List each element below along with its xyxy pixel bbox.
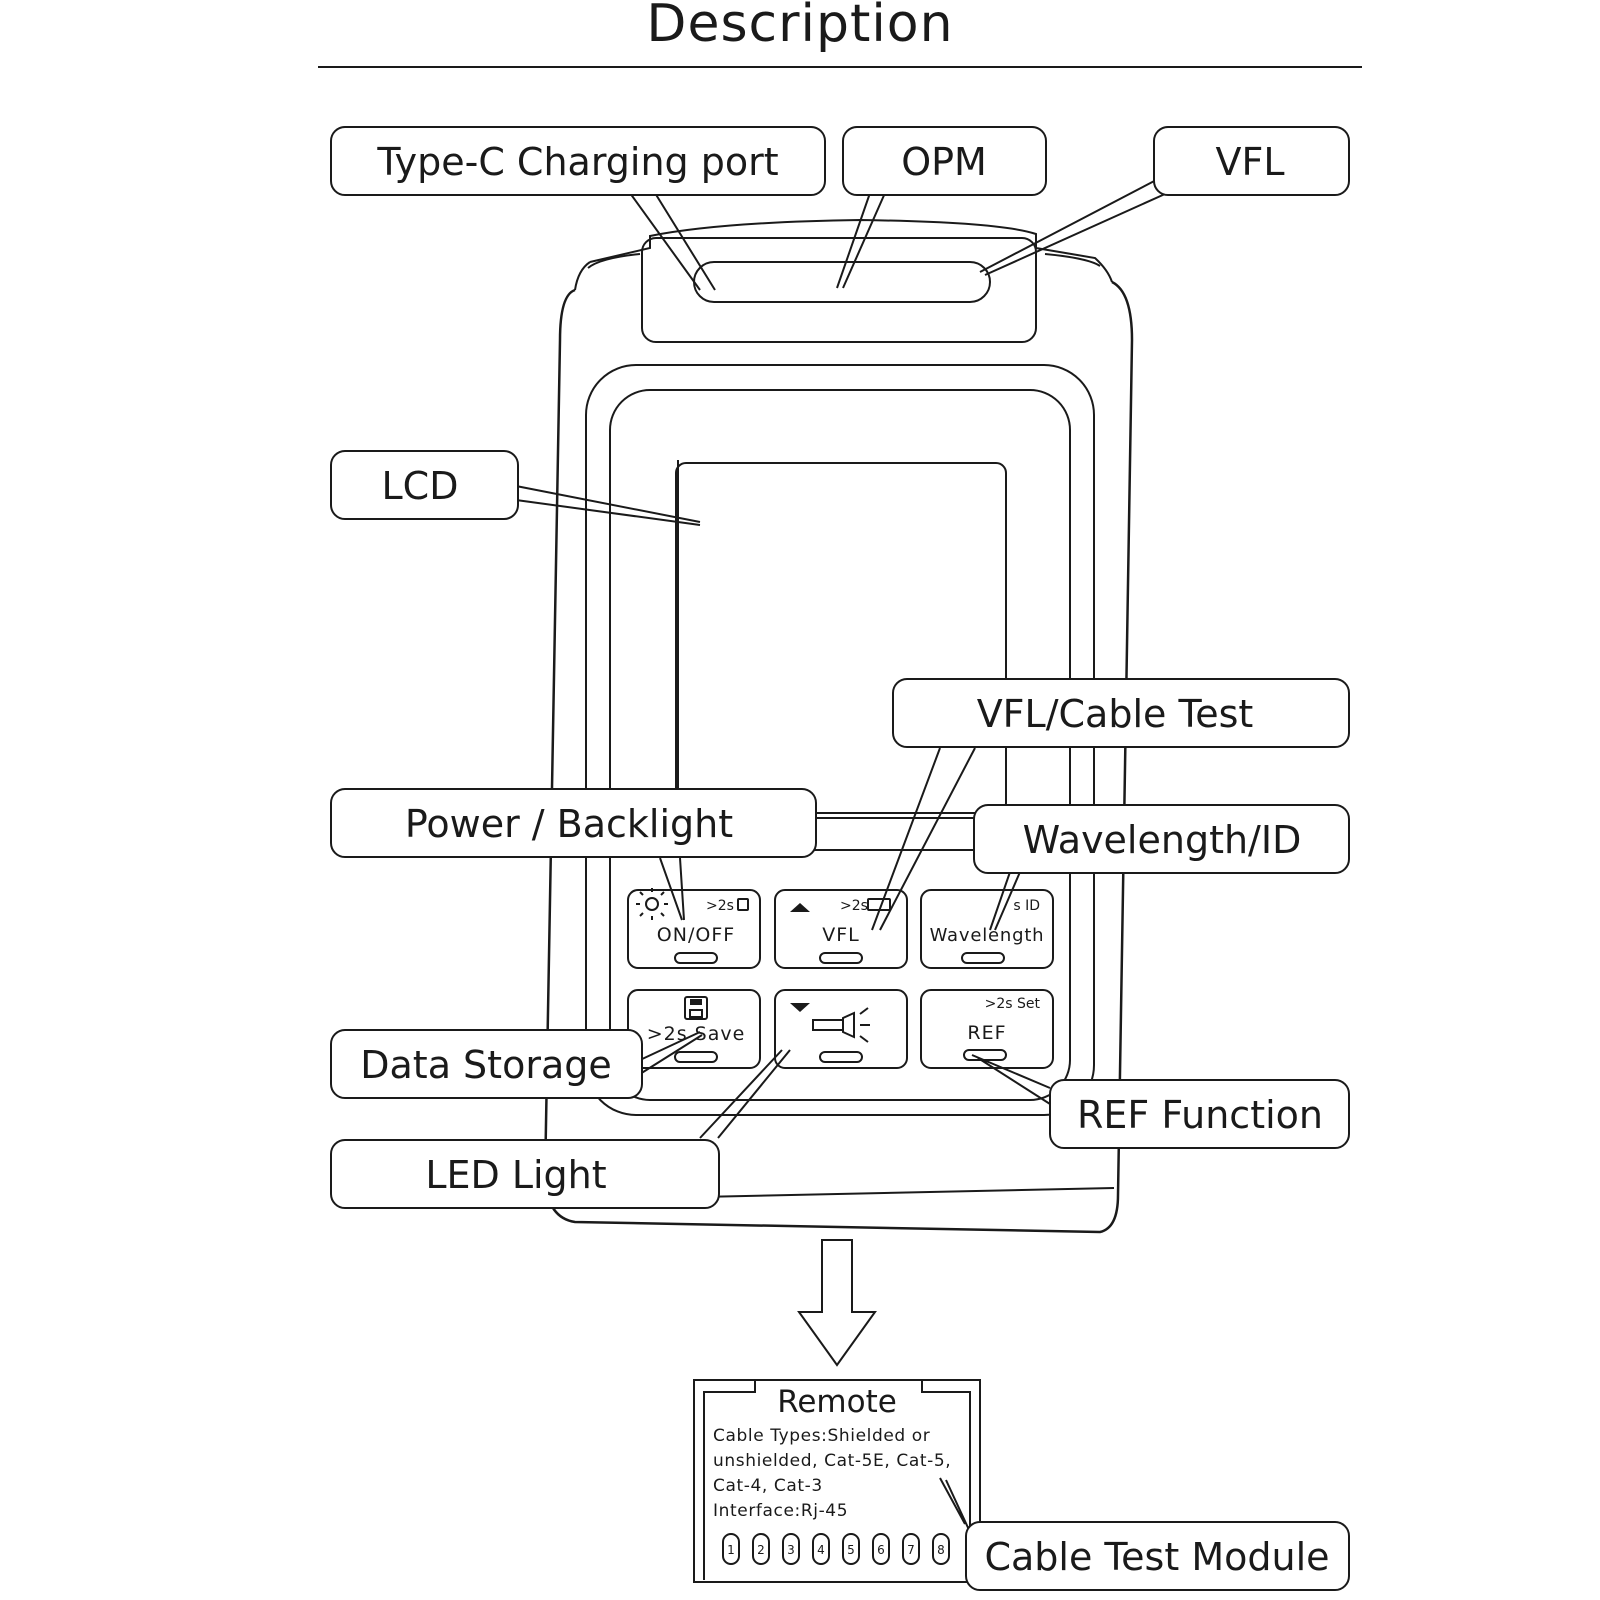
wavelength-button[interactable]: s ID Wavelength: [920, 889, 1054, 969]
triangle-down-icon: [790, 1003, 810, 1012]
pin-6: 6: [872, 1533, 890, 1565]
pin-2: 2: [752, 1533, 770, 1565]
svg-text:1: 1: [727, 1543, 735, 1557]
callout-opm: OPM: [842, 126, 1047, 196]
vfl-label: VFL: [822, 924, 860, 946]
pin-4: 4: [812, 1533, 830, 1565]
port-slot: [693, 261, 991, 303]
module-text-line: Cable Types:Shielded or: [713, 1426, 930, 1446]
pin-8: 8: [932, 1533, 950, 1565]
module-text-line: Interface:Rj-45: [713, 1501, 848, 1521]
down-arrow-icon: [797, 1239, 877, 1367]
pin-1: 1: [722, 1533, 740, 1565]
on-off-hint: >2s: [706, 898, 734, 914]
on-off-label: ON/OFF: [657, 924, 735, 946]
svg-text:REF Function: REF Function: [1077, 1093, 1323, 1137]
svg-text:OPM: OPM: [901, 140, 987, 184]
callout-led-light: LED Light: [330, 1139, 720, 1209]
vfl-hint: >2s: [840, 898, 868, 914]
svg-text:VFL/Cable Test: VFL/Cable Test: [977, 692, 1254, 736]
callout-lcd: LCD: [330, 450, 519, 520]
svg-text:LCD: LCD: [382, 464, 459, 508]
ref-button[interactable]: >2s Set REF: [920, 989, 1054, 1069]
module-text-line: Cat-4, Cat-3: [713, 1476, 823, 1496]
svg-text:8: 8: [937, 1543, 945, 1557]
callout-vfl: VFL: [1153, 126, 1350, 196]
wavelength-hint: s ID: [1013, 898, 1040, 914]
wavelength-label: Wavelength: [930, 925, 1045, 946]
callout-wavelength-id: Wavelength/ID: [973, 804, 1350, 874]
svg-text:3: 3: [787, 1543, 795, 1557]
svg-text:2: 2: [757, 1543, 765, 1557]
ref-hint: >2s Set: [985, 996, 1041, 1012]
page-title: Description: [646, 0, 954, 54]
led-light-button[interactable]: [774, 989, 908, 1069]
on-off-button[interactable]: >2s ON/OFF: [627, 888, 761, 969]
lcd-screen: [675, 462, 1007, 814]
sun-icon: [636, 888, 668, 920]
svg-text:6: 6: [877, 1543, 885, 1557]
svg-text:Power / Backlight: Power / Backlight: [405, 802, 733, 846]
svg-text:Data Storage: Data Storage: [360, 1043, 612, 1087]
vfl-button[interactable]: >2s VFL: [774, 889, 908, 969]
callout-power-backlight: Power / Backlight: [330, 788, 817, 858]
module-title: Remote: [777, 1384, 897, 1420]
flashlight-icon: [812, 1007, 870, 1043]
pin-3: 3: [782, 1533, 800, 1565]
callout-vfl-cable-test: VFL/Cable Test: [892, 678, 1350, 748]
pin-5: 5: [842, 1533, 860, 1565]
triangle-up-icon: [790, 903, 810, 912]
remote-module: Remote Cable Types:Shielded or unshielde…: [693, 1379, 981, 1583]
svg-text:4: 4: [817, 1543, 825, 1557]
svg-text:Type-C Charging port: Type-C Charging port: [376, 140, 778, 184]
svg-text:VFL: VFL: [1215, 140, 1284, 184]
svg-text:LED Light: LED Light: [425, 1153, 606, 1197]
svg-text:7: 7: [907, 1543, 915, 1557]
callout-ref-function: REF Function: [1049, 1079, 1350, 1149]
svg-text:Wavelength/ID: Wavelength/ID: [1023, 818, 1302, 862]
svg-text:Cable Test Module: Cable Test Module: [984, 1535, 1329, 1579]
rj45-pins: 1 2 3 4 5 6 7 8: [722, 1533, 950, 1565]
ref-label: REF: [967, 1022, 1006, 1044]
pin-7: 7: [902, 1533, 920, 1565]
floppy-disk-icon: [684, 996, 708, 1020]
svg-text:5: 5: [847, 1543, 855, 1557]
leader-lines: [515, 177, 1166, 1533]
module-text-line: unshielded, Cat-5E, Cat-5,: [713, 1451, 951, 1471]
callout-data-storage: Data Storage: [330, 1029, 643, 1099]
callout-charging-port: Type-C Charging port: [330, 126, 826, 196]
callout-cable-test-module: Cable Test Module: [965, 1521, 1350, 1591]
